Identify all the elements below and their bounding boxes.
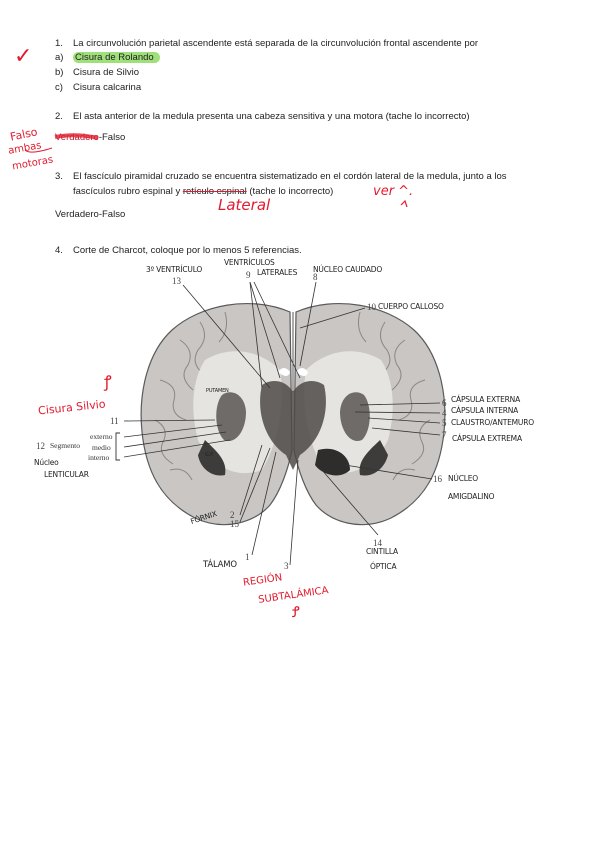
question-text: La circunvolución parietal ascendente es… xyxy=(73,38,479,49)
annot-optic-2: ÓPTICA xyxy=(370,562,397,571)
label-medio: medio xyxy=(92,443,111,452)
label-10: 10 xyxy=(367,302,376,312)
question-number: 1. xyxy=(55,38,63,49)
label-interno: interno xyxy=(88,453,110,462)
annot-amygdala-1: NÚCLEO xyxy=(448,474,478,483)
label-5: 5 xyxy=(442,418,447,428)
label-2: 2 xyxy=(230,510,235,520)
annot-thalamus: TÁLAMO xyxy=(203,560,237,570)
question-1: 1. La circunvolución parietal ascendente … xyxy=(55,37,478,50)
label-16: 16 xyxy=(433,474,442,484)
question-3-answer: Verdadero-Falso xyxy=(55,209,126,220)
annot-ventricles-2: LATERALES xyxy=(257,268,298,277)
annot-extreme-capsule: CÁPSULA EXTREMA xyxy=(452,434,522,443)
check-mark: ✓ xyxy=(14,44,33,69)
handwritten-ver: ver ^. xyxy=(373,184,414,199)
struck-answer: Verdadero xyxy=(55,132,99,143)
label-11: 11 xyxy=(110,416,119,426)
annot-claustrum: CLAUSTRO/ANTEMURO xyxy=(451,418,534,427)
label-8: 8 xyxy=(313,272,318,282)
label-4: 4 xyxy=(442,408,447,418)
label-15: 15 xyxy=(230,519,239,529)
question-4: 4.Corte de Charcot, coloque por lo menos… xyxy=(55,245,302,256)
question-3: 3.El fascículo piramidal cruzado se encu… xyxy=(55,171,507,182)
struck-text: retículo espinal xyxy=(182,186,247,197)
option-a: a)Cisura de Rolando xyxy=(55,52,160,63)
highlighted-answer: Cisura de Rolando xyxy=(73,52,160,63)
question-3-line2: fascículos rubro espinal y retículo espi… xyxy=(73,186,334,197)
annot-internal-capsule: CÁPSULA INTERNA xyxy=(451,406,519,415)
handwritten-mark-2: Ꝭ xyxy=(292,603,300,621)
annot-3rd-ventricle: 3º VENTRÍCULO xyxy=(146,265,203,274)
annot-ventricles-1: VENTRÍCULOS xyxy=(224,258,275,267)
label-externo: externo xyxy=(90,432,113,441)
label-1: 1 xyxy=(245,552,250,562)
annot-lenticular-2: LENTICULAR xyxy=(44,470,89,479)
tag-globo: G.P. xyxy=(205,452,214,458)
label-9: 9 xyxy=(246,270,251,280)
label-7: 7 xyxy=(442,430,447,440)
question-2: 2.El asta anterior de la medula presenta… xyxy=(55,111,470,122)
annot-optic-1: CINTILLA xyxy=(366,547,398,556)
annot-corpus-callosum: CUERPO CALLOSO xyxy=(378,302,444,311)
option-b: b)Cisura de Silvio xyxy=(55,67,139,78)
label-13: 13 xyxy=(172,276,181,286)
label-6: 6 xyxy=(442,398,447,408)
label-14: 14 xyxy=(373,538,382,548)
annot-amygdala-2: AMIGDALINO xyxy=(448,492,495,501)
label-3: 3 xyxy=(284,561,289,571)
tag-putamen: PUTAMEN xyxy=(206,388,229,394)
annot-lenticular-1: Núcleo xyxy=(34,458,59,467)
label-segmento: Segmento xyxy=(50,441,80,450)
annot-caudate: NÚCLEO CAUDADO xyxy=(313,265,383,274)
option-c: c)Cisura calcarina xyxy=(55,82,142,93)
annot-external-capsule: CÁPSULA EXTERNA xyxy=(451,395,521,404)
handwritten-lateral: Lateral xyxy=(218,196,271,214)
label-12: 12 xyxy=(36,441,45,451)
handwritten-mark-1: ꝭ xyxy=(104,372,112,391)
question-2-answer: Verdadero-Falso xyxy=(55,132,126,143)
